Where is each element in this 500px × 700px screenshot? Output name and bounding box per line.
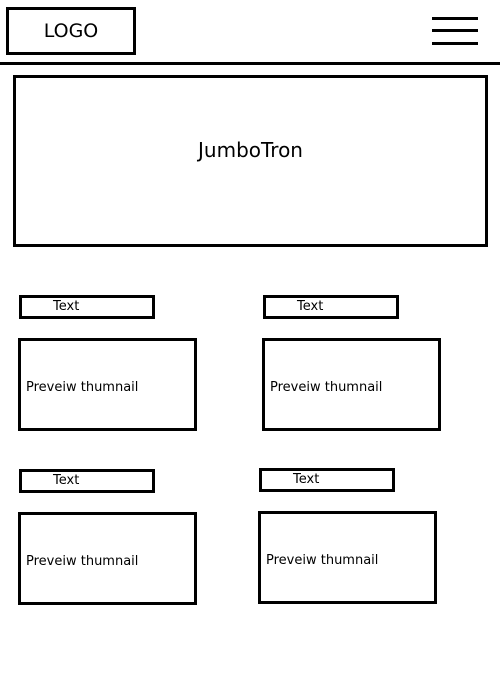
- preview-thumbnail-label: Preveiw thumnail: [26, 380, 139, 395]
- preview-thumbnail[interactable]: Preveiw thumnail: [18, 338, 197, 431]
- preview-thumbnail-label: Preveiw thumnail: [270, 380, 383, 395]
- jumbotron-label: JumboTron: [198, 138, 303, 162]
- preview-thumbnail[interactable]: Preveiw thumnail: [258, 511, 437, 604]
- card-text-label: Text: [263, 295, 399, 319]
- menu-line: [432, 29, 478, 32]
- menu-line: [432, 17, 478, 20]
- logo-label: LOGO: [43, 20, 99, 42]
- preview-thumbnail[interactable]: Preveiw thumnail: [262, 338, 441, 431]
- preview-thumbnail[interactable]: Preveiw thumnail: [18, 512, 197, 605]
- preview-thumbnail-label: Preveiw thumnail: [26, 554, 139, 569]
- preview-thumbnail-label: Preveiw thumnail: [266, 553, 379, 568]
- hamburger-menu-icon[interactable]: [432, 17, 478, 47]
- card-text-label: Text: [19, 295, 155, 319]
- card-text: Text: [297, 299, 324, 314]
- card-text: Text: [293, 472, 320, 487]
- card-text-label: Text: [259, 468, 395, 492]
- logo[interactable]: LOGO: [6, 7, 136, 55]
- card-text: Text: [53, 299, 80, 314]
- jumbotron: JumboTron: [13, 75, 488, 247]
- menu-line: [432, 42, 478, 45]
- card-text: Text: [53, 473, 80, 488]
- card-text-label: Text: [19, 469, 155, 493]
- header-divider: [0, 62, 500, 65]
